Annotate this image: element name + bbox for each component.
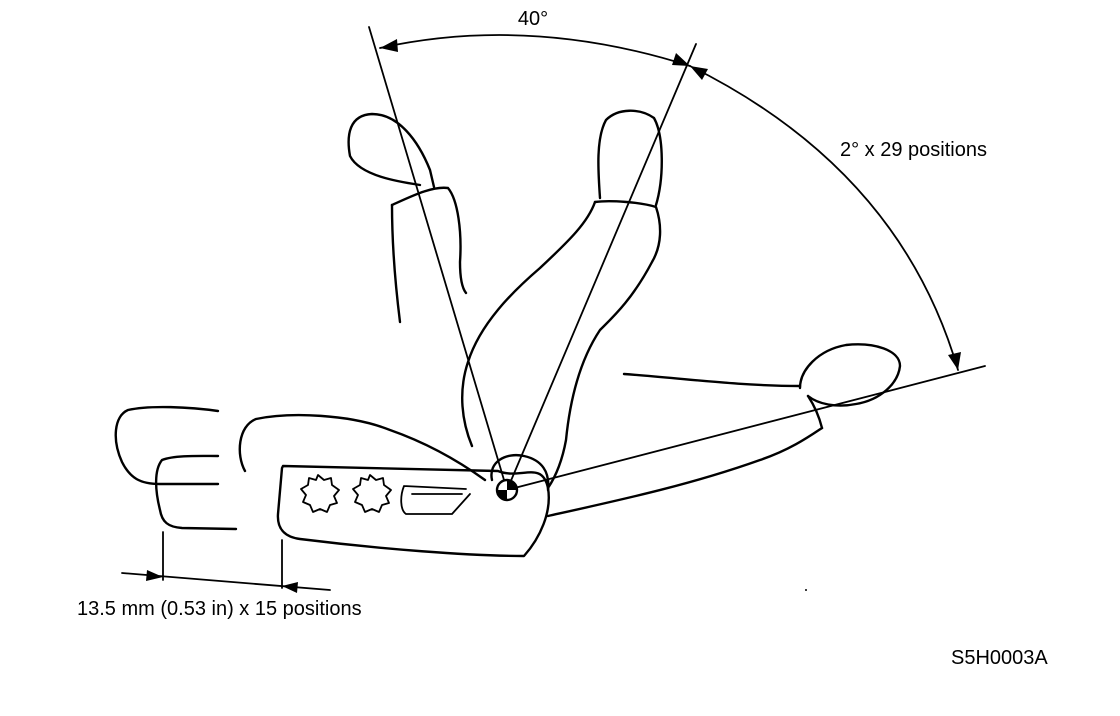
slide-lever-slot bbox=[400, 485, 471, 515]
seatback-upright-outline bbox=[347, 112, 468, 324]
slide-dimension bbox=[121, 531, 331, 593]
angle-arc-40 bbox=[379, 34, 691, 67]
recline-pivot-icon bbox=[495, 478, 519, 502]
slide-adjuster-gear-right bbox=[352, 474, 392, 513]
figure-code: S5H0003A bbox=[951, 647, 1048, 669]
recliner-hub-outline bbox=[490, 453, 550, 492]
slide-adjuster-gear-left bbox=[300, 474, 340, 513]
seatback-reclined-outline bbox=[546, 343, 902, 518]
seat-base-housing bbox=[276, 464, 550, 558]
seat-cushion-outline bbox=[238, 413, 487, 482]
slide-steps-label: 13.5 mm (0.53 in) x 15 positions bbox=[77, 598, 362, 620]
recline-range-arc bbox=[689, 65, 961, 371]
seatback-nominal-outline bbox=[461, 109, 663, 490]
rear-seat-cushion-outline bbox=[114, 405, 238, 531]
angle-label-40: 40° bbox=[518, 8, 548, 30]
recline-steps-label: 2° x 29 positions bbox=[840, 139, 987, 161]
stray-dot bbox=[805, 589, 807, 591]
angle-reference-lines bbox=[368, 26, 986, 491]
